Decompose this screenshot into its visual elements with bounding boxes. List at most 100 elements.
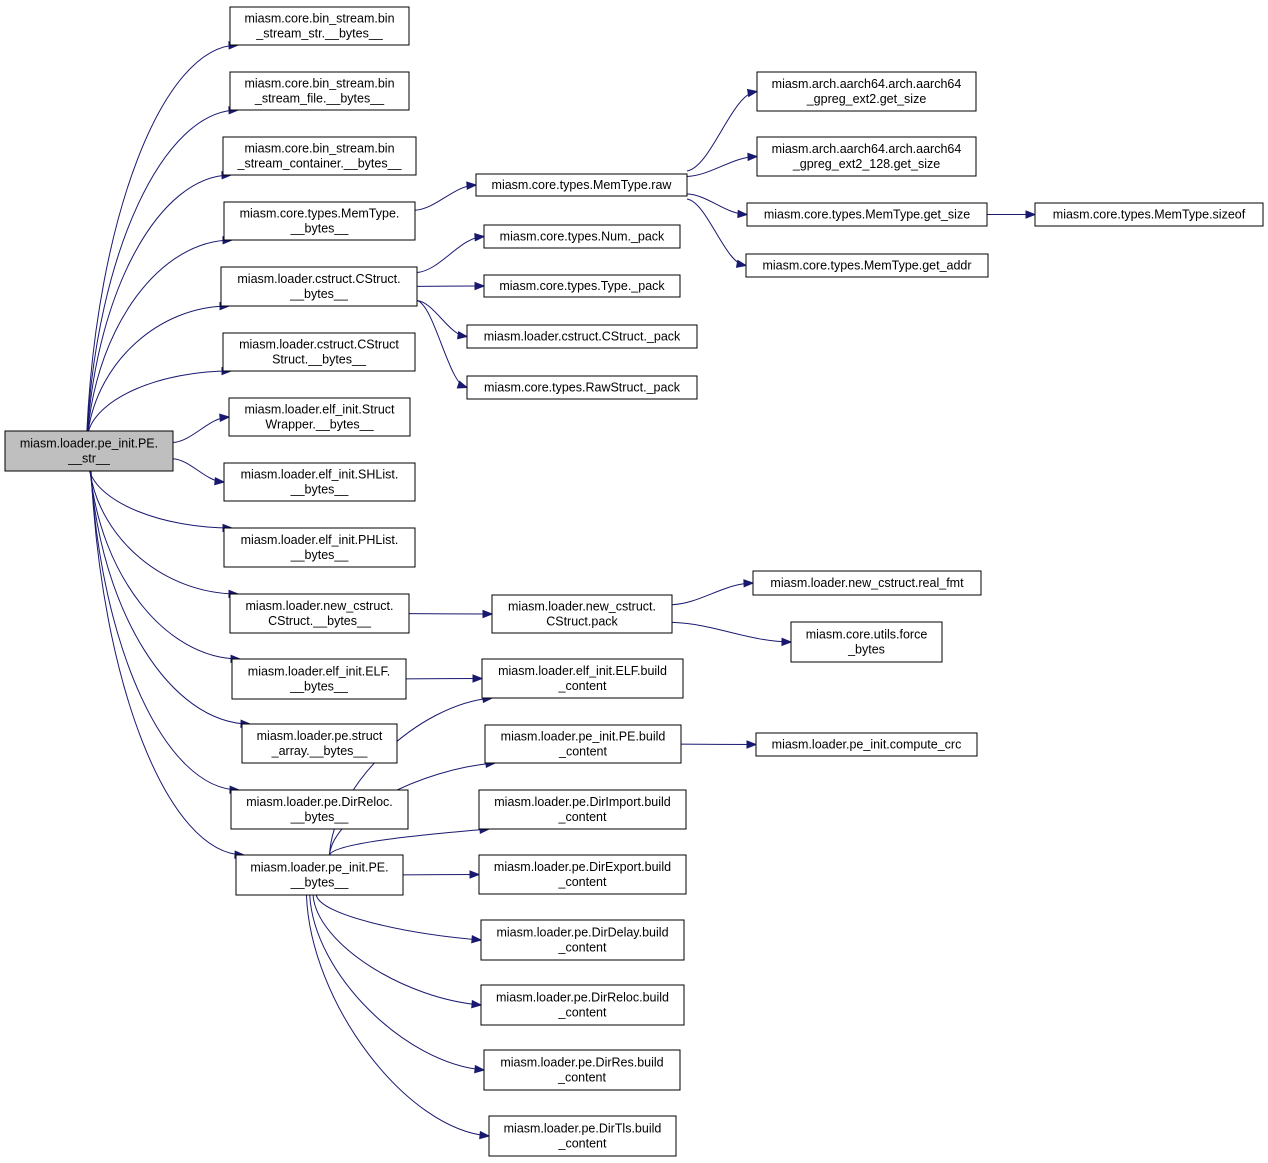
node-memtype-sizeof[interactable]: miasm.core.types.MemType.sizeof [1034, 202, 1264, 227]
node-dirimport-build[interactable]: miasm.loader.pe.DirImport.build_content [478, 789, 687, 830]
node-label-line: __bytes__ [289, 680, 349, 694]
arrow-head [474, 281, 486, 291]
node-label-line: miasm.loader.elf_init.SHList. [241, 468, 399, 482]
node-label-line: __bytes__ [290, 876, 350, 890]
node-dirres-build[interactable]: miasm.loader.pe.DirRes.build_content [483, 1049, 681, 1091]
node-gpreg2-128-size[interactable]: miasm.arch.aarch64.arch.aarch64_gpreg_ex… [756, 136, 977, 177]
node-label-line: __bytes__ [290, 222, 350, 236]
node-cstruct-pack[interactable]: miasm.loader.cstruct.CStruct._pack [466, 324, 698, 349]
node-dirreloc-bytes[interactable]: miasm.loader.pe.DirReloc.__bytes__ [230, 789, 409, 830]
node-box [229, 71, 410, 111]
node-label-line: miasm.loader.elf_init.ELF.build [498, 664, 667, 678]
node-pe-bytes[interactable]: miasm.loader.pe_init.PE.__bytes__ [235, 854, 404, 896]
arrow-head [743, 579, 755, 588]
edge-newcstruct-pack-to-force-bytes [671, 621, 792, 643]
node-box [491, 594, 673, 634]
node-structarray-bytes[interactable]: miasm.loader.pe.struct_array.__bytes__ [241, 723, 398, 764]
arrow-head [781, 637, 793, 647]
node-box [220, 266, 418, 307]
node-dirtls-build[interactable]: miasm.loader.pe.DirTls.build_content [488, 1115, 677, 1157]
node-label-line: miasm.loader.pe.struct [257, 729, 383, 743]
node-box [484, 724, 682, 764]
node-newcstruct-bytes[interactable]: miasm.loader.new_cstruct.CStruct.__bytes… [229, 593, 410, 634]
arrow-head [471, 934, 483, 944]
node-structwrapper-bytes[interactable]: miasm.loader.elf_init.StructWrapper.__by… [228, 397, 411, 437]
node-dirdelay-build[interactable]: miasm.loader.pe.DirDelay.build_content [480, 919, 685, 961]
node-box [756, 71, 977, 112]
node-rawstruct-pack[interactable]: miasm.core.types.RawStruct._pack [466, 375, 698, 400]
node-label-line: miasm.loader.cstruct.CStruct. [237, 272, 400, 286]
node-label-line: _content [558, 1137, 607, 1151]
node-label-line: miasm.loader.pe.DirTls.build [504, 1122, 662, 1136]
edge-pe-str-to-phlist-bytes [89, 470, 233, 529]
node-elf-bytes[interactable]: miasm.loader.elf_init.ELF.__bytes__ [231, 658, 407, 700]
arrow-head [482, 609, 494, 619]
arrow-head [1025, 210, 1037, 219]
node-num-pack[interactable]: miasm.core.types.Num._pack [483, 224, 681, 249]
arrow-head [471, 999, 483, 1009]
node-box [235, 854, 404, 896]
arrow-head [474, 1064, 486, 1074]
node-label-line: _stream_container.__bytes__ [237, 157, 403, 171]
node-elf-build[interactable]: miasm.loader.elf_init.ELF.build_content [481, 658, 684, 699]
node-cstruct-bytes[interactable]: miasm.loader.cstruct.CStruct.__bytes__ [220, 266, 418, 307]
node-pe-str[interactable]: miasm.loader.pe_init.PE.__str__ [4, 430, 174, 472]
node-bs-file[interactable]: miasm.core.bin_stream.bin_stream_file.__… [229, 71, 410, 111]
node-label-line: miasm.arch.aarch64.arch.aarch64 [772, 142, 962, 156]
edge-newcstruct-pack-to-real-fmt [671, 582, 754, 606]
node-force-bytes[interactable]: miasm.core.utils.force_bytes [790, 621, 943, 663]
node-bs-cont[interactable]: miasm.core.bin_stream.bin_stream_contain… [222, 136, 417, 176]
node-label-line: _array.__bytes__ [271, 744, 369, 758]
node-box [481, 658, 684, 699]
node-shlist-bytes[interactable]: miasm.loader.elf_init.SHList.__bytes__ [223, 462, 416, 502]
node-label-line: miasm.loader.pe.DirDelay.build [496, 926, 668, 940]
node-cstructstruct-bytes[interactable]: miasm.loader.cstruct.CStructStruct.__byt… [222, 332, 416, 372]
arrow-head [466, 181, 478, 190]
node-memtype-raw[interactable]: miasm.core.types.MemType.raw [475, 173, 688, 197]
edge-pe-str-to-bs-cont [87, 174, 232, 432]
node-dirreloc-build[interactable]: miasm.loader.pe.DirReloc.build_content [480, 984, 685, 1026]
edge-cstruct-bytes-to-num-pack [416, 236, 485, 273]
node-box [488, 1115, 677, 1157]
node-box [475, 173, 688, 197]
node-box [752, 570, 982, 596]
node-label-line: miasm.core.bin_stream.bin [244, 142, 394, 156]
node-box [222, 332, 416, 372]
node-label-line: __bytes__ [290, 483, 350, 497]
node-memtype-getsize[interactable]: miasm.core.types.MemType.get_size [746, 202, 988, 227]
node-compute-crc[interactable]: miasm.loader.pe_init.compute_crc [755, 732, 978, 757]
node-label-line: miasm.loader.pe.DirReloc.build [496, 991, 669, 1005]
node-newcstruct-pack[interactable]: miasm.loader.new_cstruct.CStruct.pack [491, 594, 673, 634]
node-label-line: _content [557, 1071, 606, 1085]
node-direxport-build[interactable]: miasm.loader.pe.DirExport.build_content [478, 854, 687, 895]
node-phlist-bytes[interactable]: miasm.loader.elf_init.PHList.__bytes__ [223, 527, 416, 568]
node-label-line: __str__ [67, 452, 111, 466]
edge-pe-str-to-cstruct-bytes [87, 305, 230, 432]
node-label-line: miasm.loader.cstruct.CStruct [239, 338, 399, 352]
node-label-line: _stream_str.__bytes__ [255, 27, 384, 41]
arrow-head [479, 1130, 491, 1140]
edge-cstruct-bytes-to-rawstruct-pack [416, 300, 468, 388]
node-label-line: _content [558, 745, 607, 759]
node-real-fmt[interactable]: miasm.loader.new_cstruct.real_fmt [752, 570, 982, 596]
node-box [466, 375, 698, 400]
node-label-line: miasm.loader.elf_init.ELF. [248, 665, 390, 679]
node-label-line: miasm.core.types.Num._pack [500, 230, 665, 244]
node-box [483, 274, 681, 298]
node-bs-str[interactable]: miasm.core.bin_stream.bin_stream_str.__b… [229, 6, 410, 46]
node-memtype-getaddr[interactable]: miasm.core.types.MemType.get_addr [745, 253, 989, 278]
node-label-line: miasm.core.bin_stream.bin [244, 77, 394, 91]
node-type-pack[interactable]: miasm.core.types.Type._pack [483, 274, 681, 298]
node-label-line: miasm.loader.pe_init.PE. [20, 437, 158, 451]
node-pe-build[interactable]: miasm.loader.pe_init.PE.build_content [484, 724, 682, 764]
node-memtype-bytes[interactable]: miasm.core.types.MemType.__bytes__ [223, 201, 416, 241]
node-label-line: miasm.loader.pe.DirRes.build [500, 1056, 663, 1070]
node-label-line: miasm.loader.cstruct.CStruct._pack [484, 330, 681, 344]
arrow-head [746, 88, 759, 98]
node-label-line: miasm.arch.aarch64.arch.aarch64 [772, 77, 962, 91]
node-label-line: miasm.core.bin_stream.bin [244, 12, 394, 26]
node-gpreg2-size[interactable]: miasm.arch.aarch64.arch.aarch64_gpreg_ex… [756, 71, 977, 112]
node-label-line: _content [558, 1006, 607, 1020]
node-label-line: miasm.loader.pe_init.compute_crc [772, 738, 962, 752]
